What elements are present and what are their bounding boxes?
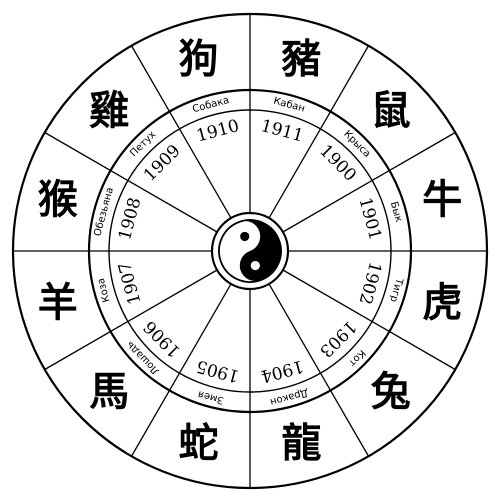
sector-glyph: 虎 <box>422 279 462 326</box>
sector-divider <box>268 283 370 457</box>
year-label: 1904 <box>259 356 306 387</box>
sector-divider <box>44 131 218 233</box>
sector-glyph: 豬 <box>282 35 322 82</box>
name-ring-outer <box>87 88 413 414</box>
outer-ring <box>11 12 489 490</box>
sector-glyph: 蛇 <box>178 420 218 467</box>
sector-glyph: 雞 <box>89 87 129 134</box>
year-label: 1901 <box>355 195 386 242</box>
sector-glyph: 龍 <box>282 420 322 467</box>
year-label: 1907 <box>115 260 146 307</box>
year-label: 1908 <box>115 195 146 242</box>
year-label: 1911 <box>259 116 306 147</box>
animal-name-label: Бык <box>388 200 404 223</box>
yin-yang-icon <box>218 219 282 283</box>
year-label: 1902 <box>355 260 386 307</box>
year-label: 1905 <box>194 356 241 387</box>
sector-glyph: 鼠 <box>371 87 411 134</box>
animal-name-label: Коза <box>96 277 113 304</box>
sector-divider <box>268 45 370 219</box>
sector-glyph: 羊 <box>38 279 78 326</box>
name-ring-inner <box>108 109 392 393</box>
sector-glyph: 兔 <box>371 368 411 415</box>
sector-divider <box>282 269 456 371</box>
animal-name-label: Обезьяна <box>92 186 116 237</box>
animal-name-label: Петух <box>128 129 158 159</box>
center-ring <box>210 211 290 291</box>
sector-divider <box>282 131 456 233</box>
animal-name-label: Тигр <box>387 276 404 303</box>
sector-glyph: 狗 <box>178 35 218 82</box>
sector-divider <box>130 45 232 219</box>
animal-name-label: Крыса <box>341 129 372 160</box>
year-label: 1910 <box>194 116 241 147</box>
animal-name-label: Змея <box>197 388 225 405</box>
sector-divider <box>44 269 218 371</box>
sector-divider <box>130 283 232 457</box>
sector-glyph: 馬 <box>89 368 129 415</box>
sector-dividers <box>13 14 487 488</box>
sector-glyph: 牛 <box>422 176 462 223</box>
sector-glyph: 猴 <box>38 176 78 223</box>
